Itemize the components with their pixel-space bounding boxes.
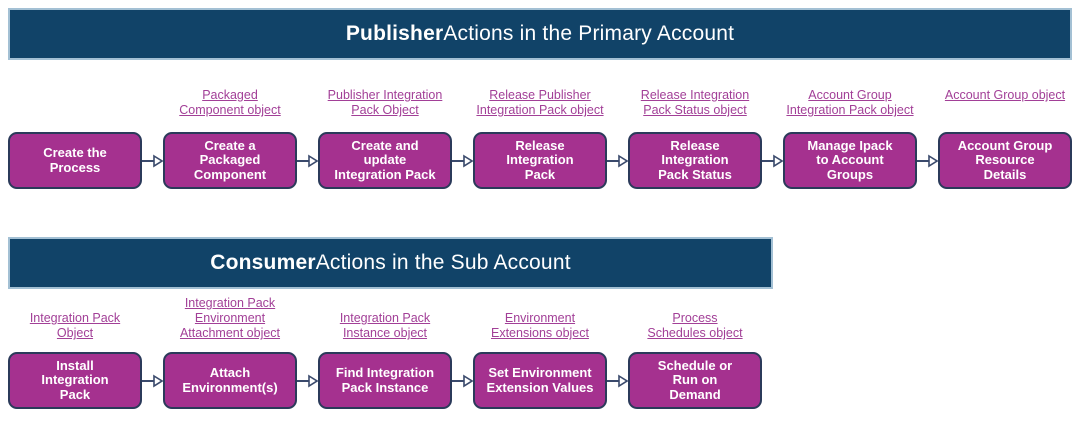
box-label: Attach Environment(s)	[182, 365, 278, 395]
consumer-banner-text: Actions in the Sub Account	[315, 251, 571, 274]
flow-arrow	[917, 132, 938, 189]
box-label: Release Integration Pack	[506, 137, 574, 182]
arrow-right-icon	[142, 374, 163, 387]
box-find-integration-pack-instance[interactable]: Find Integration Pack Instance	[318, 352, 452, 409]
link-account-group-integration-pack-object[interactable]: Account Group Integration Pack object	[786, 88, 914, 117]
flow-arrow	[452, 352, 473, 409]
box-label: Account Group Resource Details	[957, 137, 1053, 182]
arrow-right-icon	[917, 154, 938, 167]
step-create-update-integration-pack: Publisher Integration Pack Object Create…	[318, 88, 452, 189]
publisher-banner-bold-text: Publisher	[345, 22, 444, 45]
link-area: Packaged Component object	[155, 88, 305, 132]
link-area: Publisher Integration Pack Object	[310, 88, 460, 132]
box-label: Set Environment Extension Values	[486, 365, 594, 395]
consumer-banner: Consumer Actions in the Sub Account	[8, 237, 773, 289]
link-area-empty	[0, 88, 150, 132]
flow-arrow	[762, 132, 783, 189]
step-account-group-resource-details: Account Group object Account Group Resou…	[938, 88, 1072, 189]
arrow-right-icon	[607, 154, 628, 167]
step-find-integration-pack-instance: Integration Pack Instance object Find In…	[318, 296, 452, 409]
box-manage-ipack-to-account-groups[interactable]: Manage Ipack to Account Groups	[783, 132, 917, 189]
flow-arrow	[142, 132, 163, 189]
step-create-the-process: Create the Process	[8, 88, 142, 189]
arrow-right-icon	[607, 374, 628, 387]
step-schedule-or-run-on-demand: Process Schedules object Schedule or Run…	[628, 296, 762, 409]
step-release-integration-pack-status: Release Integration Pack Status object R…	[628, 88, 762, 189]
link-process-schedules-object[interactable]: Process Schedules object	[647, 311, 743, 340]
box-set-environment-extension-values[interactable]: Set Environment Extension Values	[473, 352, 607, 409]
consumer-flow-row: Integration Pack Object Install Integrat…	[8, 296, 1073, 409]
flow-arrow	[297, 352, 318, 409]
box-account-group-resource-details[interactable]: Account Group Resource Details	[938, 132, 1072, 189]
link-area: Release Publisher Integration Pack objec…	[465, 88, 615, 132]
box-label: Create and update Integration Pack	[334, 137, 436, 182]
box-label: Create the Process	[43, 145, 107, 175]
link-area: Account Group Integration Pack object	[775, 88, 925, 132]
link-area: Integration Pack Object	[0, 296, 150, 352]
publisher-flow-row: Create the Process Packaged Component ob…	[8, 88, 1073, 189]
link-integration-pack-instance-object[interactable]: Integration Pack Instance object	[339, 311, 431, 340]
flow-arrow	[452, 132, 473, 189]
box-install-integration-pack[interactable]: Install Integration Pack	[8, 352, 142, 409]
link-account-group-object[interactable]: Account Group object	[944, 88, 1066, 102]
box-create-the-process[interactable]: Create the Process	[8, 132, 142, 189]
box-label: Find Integration Pack Instance	[335, 365, 435, 395]
link-release-publisher-integration-pack-object[interactable]: Release Publisher Integration Pack objec…	[476, 88, 604, 117]
step-set-environment-extension-values: Environment Extensions object Set Enviro…	[473, 296, 607, 409]
publisher-banner-text: Actions in the Primary Account	[443, 22, 735, 45]
step-create-packaged-component: Packaged Component object Create a Packa…	[163, 88, 297, 189]
consumer-banner-bold-text: Consumer	[210, 251, 316, 274]
link-area: Integration Pack Environment Attachment …	[155, 296, 305, 352]
link-environment-extensions-object[interactable]: Environment Extensions object	[491, 311, 589, 340]
step-release-integration-pack: Release Publisher Integration Pack objec…	[473, 88, 607, 189]
flow-arrow	[607, 352, 628, 409]
link-area: Account Group object	[930, 88, 1080, 132]
box-label: Release Integration Pack Status	[658, 137, 732, 182]
box-label: Schedule or Run on Demand	[657, 357, 733, 402]
link-packaged-component-object[interactable]: Packaged Component object	[179, 88, 281, 117]
arrow-right-icon	[452, 374, 473, 387]
arrow-right-icon	[452, 154, 473, 167]
arrow-right-icon	[297, 154, 318, 167]
link-integration-pack-object[interactable]: Integration Pack Object	[29, 311, 121, 340]
link-area: Environment Extensions object	[465, 296, 615, 352]
box-label: Install Integration Pack	[41, 357, 109, 402]
box-release-integration-pack-status[interactable]: Release Integration Pack Status	[628, 132, 762, 189]
link-release-integration-pack-status-object[interactable]: Release Integration Pack Status object	[640, 88, 750, 117]
step-install-integration-pack: Integration Pack Object Install Integrat…	[8, 296, 142, 409]
flow-arrow	[297, 132, 318, 189]
box-release-integration-pack[interactable]: Release Integration Pack	[473, 132, 607, 189]
box-create-packaged-component[interactable]: Create a Packaged Component	[163, 132, 297, 189]
publisher-banner: Publisher Actions in the Primary Account	[8, 8, 1072, 60]
arrow-right-icon	[142, 154, 163, 167]
link-area: Release Integration Pack Status object	[620, 88, 770, 132]
link-integration-pack-environment-attachment-object[interactable]: Integration Pack Environment Attachment …	[179, 296, 281, 340]
step-attach-environments: Integration Pack Environment Attachment …	[163, 296, 297, 409]
flow-arrow	[142, 352, 163, 409]
link-publisher-integration-pack-object[interactable]: Publisher Integration Pack Object	[327, 88, 443, 117]
arrow-right-icon	[762, 154, 783, 167]
box-schedule-or-run-on-demand[interactable]: Schedule or Run on Demand	[628, 352, 762, 409]
box-label: Create a Packaged Component	[193, 137, 267, 182]
box-label: Manage Ipack to Account Groups	[807, 137, 893, 182]
box-create-update-integration-pack[interactable]: Create and update Integration Pack	[318, 132, 452, 189]
link-area: Integration Pack Instance object	[310, 296, 460, 352]
arrow-right-icon	[297, 374, 318, 387]
box-attach-environments[interactable]: Attach Environment(s)	[163, 352, 297, 409]
step-manage-ipack-to-account-groups: Account Group Integration Pack object Ma…	[783, 88, 917, 189]
link-area: Process Schedules object	[620, 296, 770, 352]
flow-arrow	[607, 132, 628, 189]
